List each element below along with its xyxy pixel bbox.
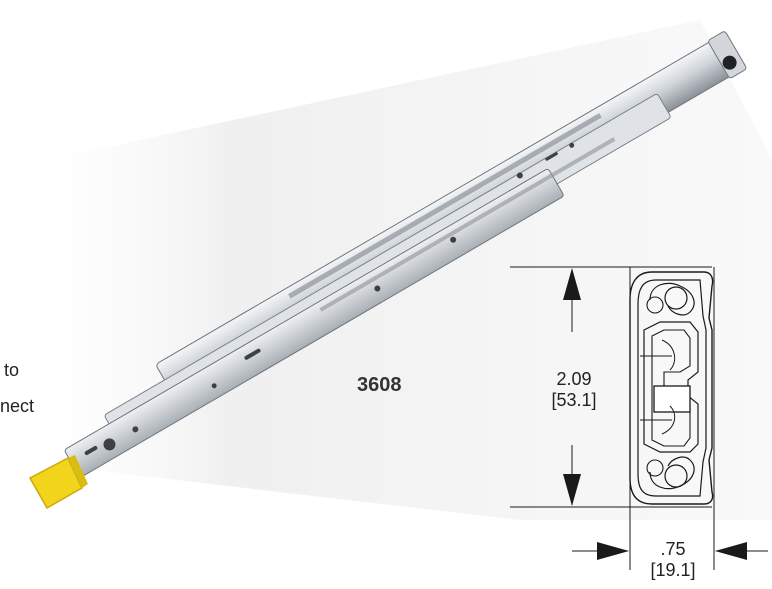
ball-top xyxy=(664,286,688,310)
end-cap xyxy=(708,31,747,79)
channel-lines xyxy=(640,339,676,435)
ball-bottom-2 xyxy=(646,459,664,477)
disconnect-lever-face xyxy=(68,455,88,488)
ball-top-2 xyxy=(646,296,664,314)
width-dim-mm: [19.1] xyxy=(650,560,696,580)
drawer-slide-rail xyxy=(64,31,747,478)
dim-arrow-left xyxy=(715,542,747,560)
height-dim-inches: 2.09 xyxy=(556,369,592,389)
dim-arrow-right xyxy=(597,542,629,560)
ball-bottom xyxy=(664,464,688,488)
bearing-bottom xyxy=(649,456,695,490)
profile-outer xyxy=(629,271,714,505)
model-number: 3608 xyxy=(357,374,402,396)
ball-bearing-rows xyxy=(288,113,616,312)
bearing-top xyxy=(649,282,695,316)
cross-section xyxy=(510,266,768,570)
side-note-line1: to xyxy=(4,360,20,380)
rear-fastener xyxy=(722,55,737,70)
dim-arrow-up xyxy=(563,268,581,300)
height-dim-mm: [53.1] xyxy=(551,390,597,410)
width-dim-inches: .75 xyxy=(660,539,686,559)
side-note-line2: nect xyxy=(0,396,35,416)
mounting-holes xyxy=(84,142,575,456)
profile-outer-inner xyxy=(637,279,707,497)
dim-arrow-down xyxy=(563,474,581,506)
